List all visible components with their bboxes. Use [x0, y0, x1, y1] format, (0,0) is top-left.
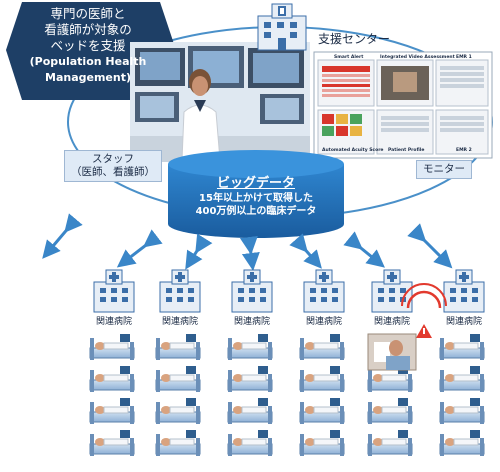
hospital-building-icon: [231, 269, 273, 313]
patient-bed-icon: [227, 334, 273, 360]
patient-bed-icon: [299, 366, 345, 392]
hospital-label-5: 関連病院: [373, 317, 410, 327]
hospital-3: [227, 269, 273, 456]
staff-label-line1: スタッフ: [92, 153, 134, 165]
patient-bed-icon: [89, 334, 135, 360]
patient-bed-icon: [155, 334, 201, 360]
hospital-label-6: 関連病院: [445, 317, 482, 327]
left-arrow: [42, 213, 83, 259]
hospital-label-4: 関連病院: [305, 317, 342, 327]
panel-title-emr1: EMR 1: [456, 55, 472, 60]
patient-bed-icon: [89, 430, 135, 456]
patient-bed-icon: [299, 398, 345, 424]
patient-bed-icon: [227, 398, 273, 424]
hexagon-line4: (Population Health: [29, 55, 147, 68]
hexagon-line2: 看護師が対象の: [44, 22, 132, 37]
hospitals-row: [89, 269, 485, 456]
big-data-database: [168, 150, 344, 238]
big-data-line1: 15年以上かけて取得した: [199, 193, 313, 204]
hospital-building-icon: [159, 269, 201, 313]
staff-label: スタッフ （医師、看護師）: [64, 150, 162, 182]
hospital-label-2: 関連病院: [161, 317, 198, 327]
hospital-1: [89, 269, 135, 456]
staff-label-line2: （医師、看護師）: [71, 166, 155, 178]
monitor-label: モニター: [416, 160, 472, 179]
monitor-dashboard: [313, 51, 493, 159]
patient-bed-icon: [155, 398, 201, 424]
patient-bed-icon: [439, 366, 485, 392]
panel-title-emr2: EMR 2: [456, 148, 472, 153]
patient-bed-icon: [89, 398, 135, 424]
panel-title-smart-alert: Smart Alert: [334, 55, 364, 60]
patient-bed-icon: [155, 430, 201, 456]
patient-bed-icon: [367, 430, 413, 456]
support-center-building: [257, 3, 307, 51]
support-center-label: 支援センター: [318, 32, 391, 46]
hospital-6: [439, 269, 485, 456]
big-data-title: ビッグデータ: [216, 176, 295, 191]
hexagon-text: 専門の医師と 看護師が対象の ベッドを支援 (Population Health…: [18, 6, 158, 86]
patient-bed-icon: [299, 334, 345, 360]
patient-bed-icon: [439, 334, 485, 360]
patient-bed-icon: [439, 398, 485, 424]
hexagon-line5: Management): [45, 71, 131, 84]
hospital-label-1: 関連病院: [95, 317, 132, 327]
patient-bed-icon: [439, 430, 485, 456]
panel-title-acuity: Automated Acuity Score: [322, 148, 384, 153]
hospital-building-icon: [303, 269, 345, 313]
patient-bed-icon: [89, 366, 135, 392]
hospital-4: [299, 269, 345, 456]
patient-bed-icon: [155, 366, 201, 392]
big-data-subtitle: 15年以上かけて取得した 400万例以上の臨床データ: [176, 192, 336, 218]
hospital-building-icon: [443, 269, 485, 313]
big-data-line2: 400万例以上の臨床データ: [195, 206, 317, 217]
patient-bed-icon: [227, 430, 273, 456]
hospital-building-icon: [371, 269, 413, 313]
patient-bed-icon: [227, 366, 273, 392]
hexagon-line1: 専門の医師と: [50, 6, 126, 21]
hospital-5: [367, 269, 413, 456]
operator-photo: [130, 42, 310, 162]
hospital-building-icon: [93, 269, 135, 313]
panel-title-profile: Patient Profile: [388, 148, 425, 153]
patient-bed-icon: [299, 430, 345, 456]
patient-bed-icon: [367, 398, 413, 424]
panel-title-video: Integrated Video Assessment: [380, 55, 455, 60]
hospital-2: [155, 269, 201, 456]
alert-overlay: [367, 283, 447, 371]
hospital-label-3: 関連病院: [233, 317, 270, 327]
hexagon-line3: ベッドを支援: [50, 38, 126, 53]
data-flow-arrows: [116, 223, 453, 271]
